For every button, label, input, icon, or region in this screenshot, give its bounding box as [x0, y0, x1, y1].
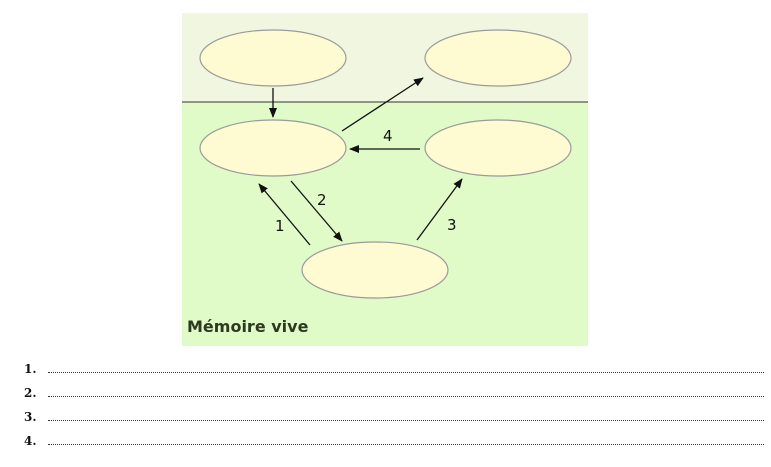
- answer-line: 1.: [24, 362, 764, 386]
- answer-number: 1.: [24, 362, 37, 376]
- arrow-label-4: 4: [383, 127, 393, 145]
- answer-field[interactable]: [48, 435, 764, 445]
- arrow-label-3: 3: [447, 216, 457, 234]
- arrow-2: [290, 180, 343, 242]
- answer-number: 2.: [24, 386, 37, 400]
- node-top-left: [199, 29, 347, 87]
- node-top-right: [424, 29, 572, 87]
- node-middle-right: [424, 119, 572, 177]
- answer-number: 4.: [24, 434, 37, 448]
- answer-line: 4.: [24, 434, 764, 458]
- answer-field[interactable]: [48, 411, 764, 421]
- answer-line: 2.: [24, 386, 764, 410]
- arrow-middle-left-to-top-right: [341, 77, 424, 132]
- answer-field[interactable]: [48, 363, 764, 373]
- memory-diagram: 4 2 1 3 Mémoire vive: [182, 13, 588, 346]
- node-bottom-center: [301, 241, 449, 299]
- arrow-label-1: 1: [275, 217, 285, 235]
- arrow-1: [258, 183, 311, 246]
- answer-field[interactable]: [48, 387, 764, 397]
- region-label-memoire-vive: Mémoire vive: [187, 317, 309, 336]
- arrow-3: [416, 178, 463, 241]
- answer-number: 3.: [24, 410, 37, 424]
- node-middle-left: [199, 119, 347, 177]
- arrow-label-2: 2: [317, 191, 327, 209]
- answer-lines: 1. 2. 3. 4.: [24, 362, 764, 458]
- answer-line: 3.: [24, 410, 764, 434]
